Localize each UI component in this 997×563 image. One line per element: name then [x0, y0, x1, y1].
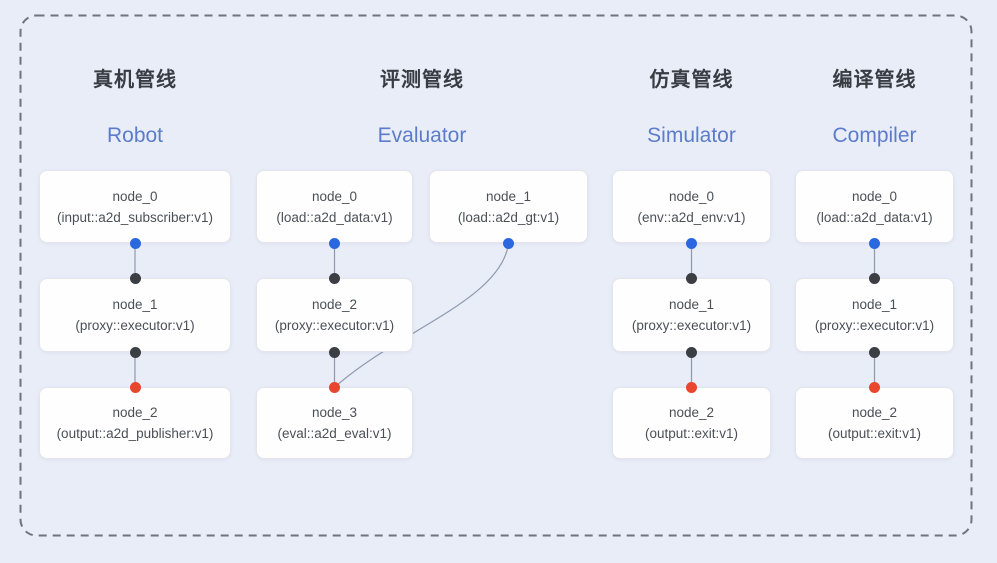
node-type-label: (load::a2d_data:v1) — [816, 209, 933, 225]
port-dot-red — [329, 381, 340, 393]
node-type-label: (load::a2d_gt:v1) — [457, 209, 560, 225]
node-name-label: node_2 — [851, 405, 898, 420]
port-dot-red — [686, 381, 697, 393]
pipeline-title: 编译管线 — [832, 69, 917, 91]
node-name-label: node_1 — [668, 297, 715, 312]
node-type-label: (proxy::executor:v1) — [814, 318, 935, 333]
port-dot-blue — [503, 237, 514, 249]
port-dot-blue — [329, 237, 340, 249]
node-name-label: node_3 — [311, 405, 358, 420]
node-type-label: (proxy::executor:v1) — [631, 318, 752, 333]
pipeline-title: 评测管线 — [380, 69, 464, 91]
port-dot-dark — [129, 272, 141, 284]
pipeline-node: node_3(eval::a2d_eval:v1) — [256, 387, 413, 459]
pipeline-node: node_0(load::a2d_data:v1) — [256, 170, 413, 243]
node-type-label: (output::exit:v1) — [827, 426, 922, 441]
port-dot-dark — [869, 272, 880, 284]
node-name-label: node_0 — [668, 188, 715, 204]
node-type-label: (eval::a2d_eval:v1) — [277, 426, 392, 441]
edge-curve-evaluator — [335, 243, 510, 387]
port-dot-dark — [329, 346, 340, 358]
port-dot-red — [129, 381, 141, 393]
port-dot-dark — [869, 346, 880, 358]
node-name-label: node_1 — [851, 297, 898, 312]
pipeline-title: 仿真管线 — [649, 69, 734, 91]
pipeline-title: 真机管线 — [93, 69, 177, 91]
pipeline-subtitle: Simulator — [647, 124, 736, 147]
pipeline-node: node_1(proxy::executor:v1) — [39, 278, 231, 352]
pipeline-node: node_2(proxy::executor:v1) — [256, 278, 413, 352]
node-name-label: node_2 — [112, 405, 158, 420]
node-type-label: (output::a2d_publisher:v1) — [56, 426, 214, 441]
port-dot-dark — [686, 272, 697, 284]
pipeline-node: node_2(output::exit:v1) — [612, 387, 771, 459]
port-dot-red — [869, 381, 880, 393]
pipeline-node: node_1(proxy::executor:v1) — [612, 278, 771, 352]
pipeline-subtitle: Evaluator — [377, 124, 467, 147]
node-name-label: node_0 — [112, 188, 158, 204]
port-dot-dark — [129, 346, 141, 358]
pipeline-node: node_1(load::a2d_gt:v1) — [429, 170, 588, 243]
node-type-label: (load::a2d_data:v1) — [276, 209, 393, 225]
port-dot-dark — [686, 346, 697, 358]
node-name-label: node_2 — [311, 297, 358, 312]
node-name-label: node_2 — [668, 405, 715, 420]
node-type-label: (proxy::executor:v1) — [274, 318, 395, 333]
pipeline-node: node_0(input::a2d_subscriber:v1) — [39, 170, 231, 243]
pipeline-subtitle: Compiler — [832, 124, 917, 147]
port-dot-dark — [329, 272, 340, 284]
pipeline-subtitle: Robot — [106, 124, 164, 147]
node-type-label: (input::a2d_subscriber:v1) — [56, 209, 214, 225]
node-type-label: (env::a2d_env:v1) — [637, 209, 746, 225]
node-name-label: node_1 — [112, 297, 158, 312]
port-dot-blue — [129, 237, 141, 249]
pipeline-node: node_0(env::a2d_env:v1) — [612, 170, 771, 243]
pipeline-node: node_0(load::a2d_data:v1) — [795, 170, 954, 243]
node-name-label: node_0 — [311, 188, 358, 204]
node-type-label: (proxy::executor:v1) — [75, 318, 195, 333]
pipeline-node: node_2(output::a2d_publisher:v1) — [39, 387, 231, 459]
node-name-label: node_1 — [485, 188, 532, 204]
port-dot-blue — [686, 237, 697, 249]
node-name-label: node_0 — [851, 188, 898, 204]
pipeline-node: node_2(output::exit:v1) — [795, 387, 954, 459]
node-type-label: (output::exit:v1) — [644, 426, 739, 441]
pipeline-node: node_1(proxy::executor:v1) — [795, 278, 954, 352]
port-dot-blue — [869, 237, 880, 249]
